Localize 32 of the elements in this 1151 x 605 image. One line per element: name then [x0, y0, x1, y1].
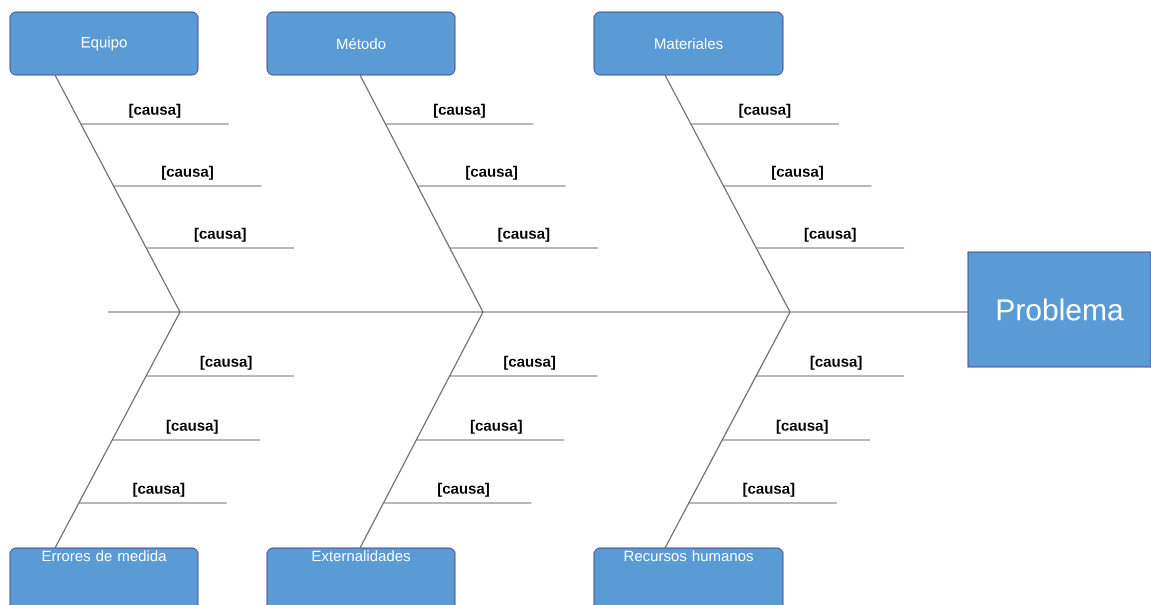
spine-line — [107, 311, 969, 313]
bone-line — [664, 311, 791, 549]
cause-label: [causa] — [200, 355, 252, 370]
cause-label: [causa] — [772, 165, 823, 180]
category-box: Errores de medida — [9, 547, 199, 605]
cause-label: [causa] — [194, 227, 246, 242]
problem-box: Problema — [967, 251, 1151, 368]
cause-label: [causa] — [470, 419, 522, 434]
cause-label: [causa] — [166, 419, 218, 434]
cause-label: [causa] — [133, 482, 185, 497]
category-box: Método — [266, 11, 456, 76]
cause-label: [causa] — [743, 482, 795, 497]
cause-label: [causa] — [466, 165, 517, 180]
cause-label: [causa] — [438, 482, 489, 497]
cause-label: [causa] — [504, 355, 555, 370]
cause-label: [causa] — [434, 103, 485, 118]
cause-label: [causa] — [804, 227, 856, 242]
cause-label: [causa] — [162, 165, 213, 180]
category-box: Equipo — [9, 11, 199, 76]
cause-label: [causa] — [498, 227, 550, 242]
bone-line — [54, 74, 181, 313]
bone-line — [359, 311, 484, 549]
category-box: Externalidades — [266, 547, 456, 605]
cause-label: [causa] — [739, 103, 791, 118]
bone-line — [54, 311, 181, 549]
bone-line — [664, 74, 791, 313]
cause-label: [causa] — [810, 355, 862, 370]
category-box: Recursos humanos — [593, 547, 784, 605]
cause-label: [causa] — [129, 103, 181, 118]
cause-label: [causa] — [776, 419, 828, 434]
category-box: Materiales — [593, 11, 784, 76]
bone-line — [359, 74, 484, 313]
